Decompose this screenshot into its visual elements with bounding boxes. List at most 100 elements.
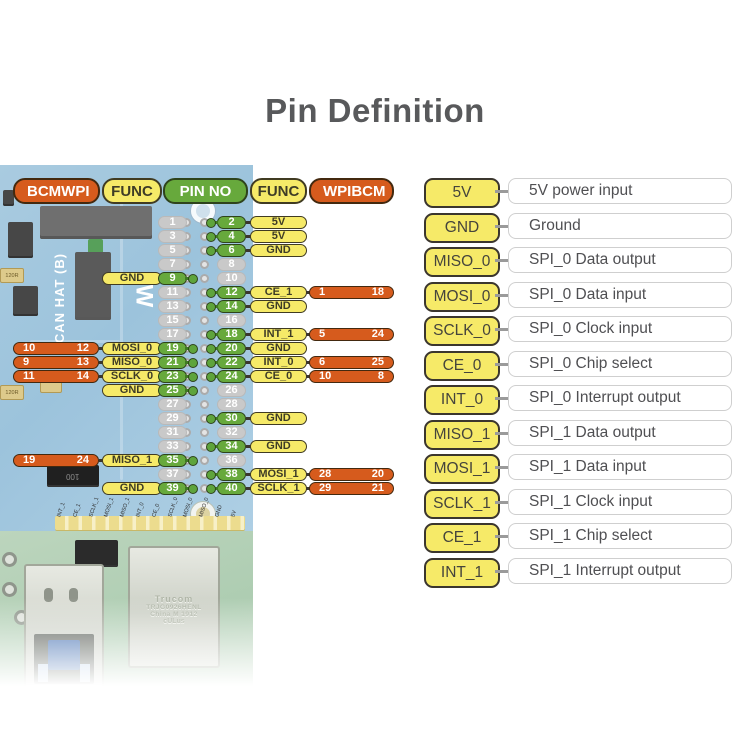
pin-box: 3 bbox=[158, 230, 187, 243]
usb-shell-hole bbox=[69, 588, 78, 602]
connector-tick bbox=[246, 291, 251, 294]
pin-func-box: SCLK_1 bbox=[250, 482, 307, 495]
bcm-number: 25 bbox=[371, 356, 384, 368]
pin-box: 13 bbox=[158, 300, 187, 313]
legend-link-line bbox=[495, 190, 508, 193]
pin-box: 5 bbox=[158, 244, 187, 257]
pin-box: 10 bbox=[217, 272, 246, 285]
legend-chip: INT_0 bbox=[424, 385, 500, 415]
legend-desc: SPI_0 Interrupt output bbox=[508, 385, 732, 411]
pin-box: 33 bbox=[158, 440, 187, 453]
pin-box: 40 bbox=[217, 482, 246, 495]
pin-dot bbox=[206, 357, 216, 368]
wpi-number: 6 bbox=[319, 356, 326, 368]
pcb-trace bbox=[30, 340, 120, 343]
pin-box: 36 bbox=[217, 454, 246, 467]
pin-box: 23 bbox=[158, 370, 187, 383]
connector-tick bbox=[246, 473, 251, 476]
bcm-number: 8 bbox=[377, 370, 384, 382]
bcm-number: 9 bbox=[23, 356, 30, 368]
pin-dot bbox=[206, 469, 216, 480]
pin-box: 32 bbox=[217, 426, 246, 439]
legend-desc: SPI_1 Chip select bbox=[508, 523, 732, 549]
pin-dot bbox=[188, 343, 198, 354]
wpi-number: 13 bbox=[76, 356, 89, 368]
wpi-number: 28 bbox=[319, 468, 332, 480]
pin-dot bbox=[188, 371, 198, 382]
bcm-number: 18 bbox=[371, 286, 384, 298]
pin-box: 11 bbox=[158, 286, 187, 299]
connector-tick bbox=[306, 487, 310, 490]
pin-box: 16 bbox=[217, 314, 246, 327]
pcb-trace bbox=[120, 180, 123, 480]
connector-tick bbox=[306, 361, 310, 364]
legend-desc: SPI_0 Clock input bbox=[508, 316, 732, 342]
pin-box: 14 bbox=[217, 300, 246, 313]
bcm-number: 19 bbox=[23, 454, 36, 466]
connector-tick bbox=[99, 361, 103, 364]
pin-box: 25 bbox=[158, 384, 187, 397]
pin-box: 30 bbox=[217, 412, 246, 425]
pin-bcm-wpi-box: 9 13 bbox=[13, 356, 99, 369]
pin-hole bbox=[200, 274, 209, 283]
wpi-number: 14 bbox=[76, 370, 89, 382]
pin-func-box: GND bbox=[250, 342, 307, 355]
pin-func-box: GND bbox=[250, 412, 307, 425]
connector-tick bbox=[246, 333, 251, 336]
pin-box: 26 bbox=[217, 384, 246, 397]
soic-chip bbox=[8, 222, 33, 258]
pin-dot bbox=[206, 217, 216, 228]
pin-func-box: GND bbox=[250, 244, 307, 257]
pin-hole bbox=[200, 428, 209, 437]
legend-chip: CE_0 bbox=[424, 351, 500, 381]
connector-tick bbox=[246, 235, 251, 238]
connector-tick bbox=[246, 249, 251, 252]
pin-box: 34 bbox=[217, 440, 246, 453]
legend-chip: MOSI_0 bbox=[424, 282, 500, 312]
pin-dot bbox=[206, 441, 216, 452]
wpi-number: 5 bbox=[319, 328, 326, 340]
connector-tick bbox=[246, 375, 251, 378]
pin-func-box: 5V bbox=[250, 216, 307, 229]
connector-tick bbox=[306, 291, 310, 294]
pin-func-box: GND bbox=[102, 272, 162, 285]
pin-dot bbox=[188, 385, 198, 396]
pin-dot bbox=[206, 483, 216, 494]
pin-box: 20 bbox=[217, 342, 246, 355]
header-label: FUNC bbox=[257, 182, 300, 200]
connector-tick bbox=[306, 333, 310, 336]
resistor-label: 120R bbox=[5, 272, 19, 279]
inductor: 100 bbox=[47, 465, 99, 487]
pin-dot bbox=[188, 483, 198, 494]
wpi-number: 29 bbox=[319, 482, 332, 494]
header-label: FUNC bbox=[111, 182, 153, 200]
legend-link-line bbox=[495, 535, 508, 538]
pin-func-box: MISO_0 bbox=[102, 356, 162, 369]
pin-box: 35 bbox=[158, 454, 187, 467]
pin-func-box: GND bbox=[250, 440, 307, 453]
pin-box: 6 bbox=[217, 244, 246, 257]
pin-hole bbox=[200, 386, 209, 395]
pin-box: 12 bbox=[217, 286, 246, 299]
pin-dot bbox=[188, 455, 198, 466]
pin-func-box: GND bbox=[102, 384, 162, 397]
legend-desc: 5V power input bbox=[508, 178, 732, 204]
legend-chip: MISO_1 bbox=[424, 420, 500, 450]
pin-dot bbox=[188, 273, 198, 284]
pin-box: 1 bbox=[158, 216, 187, 229]
soic-chip bbox=[13, 286, 38, 316]
photo-fade bbox=[0, 598, 256, 708]
pin-box: 27 bbox=[158, 398, 187, 411]
header-label: WPI bbox=[323, 182, 352, 200]
pin-box: 24 bbox=[217, 370, 246, 383]
pin-box: 8 bbox=[217, 258, 246, 271]
pin-dot bbox=[206, 413, 216, 424]
pin-func-box: MISO_1 bbox=[102, 454, 162, 467]
pin-box: 31 bbox=[158, 426, 187, 439]
legend-link-line bbox=[495, 294, 508, 297]
pin-func-box: SCLK_0 bbox=[102, 370, 162, 383]
pin-box: 15 bbox=[158, 314, 187, 327]
